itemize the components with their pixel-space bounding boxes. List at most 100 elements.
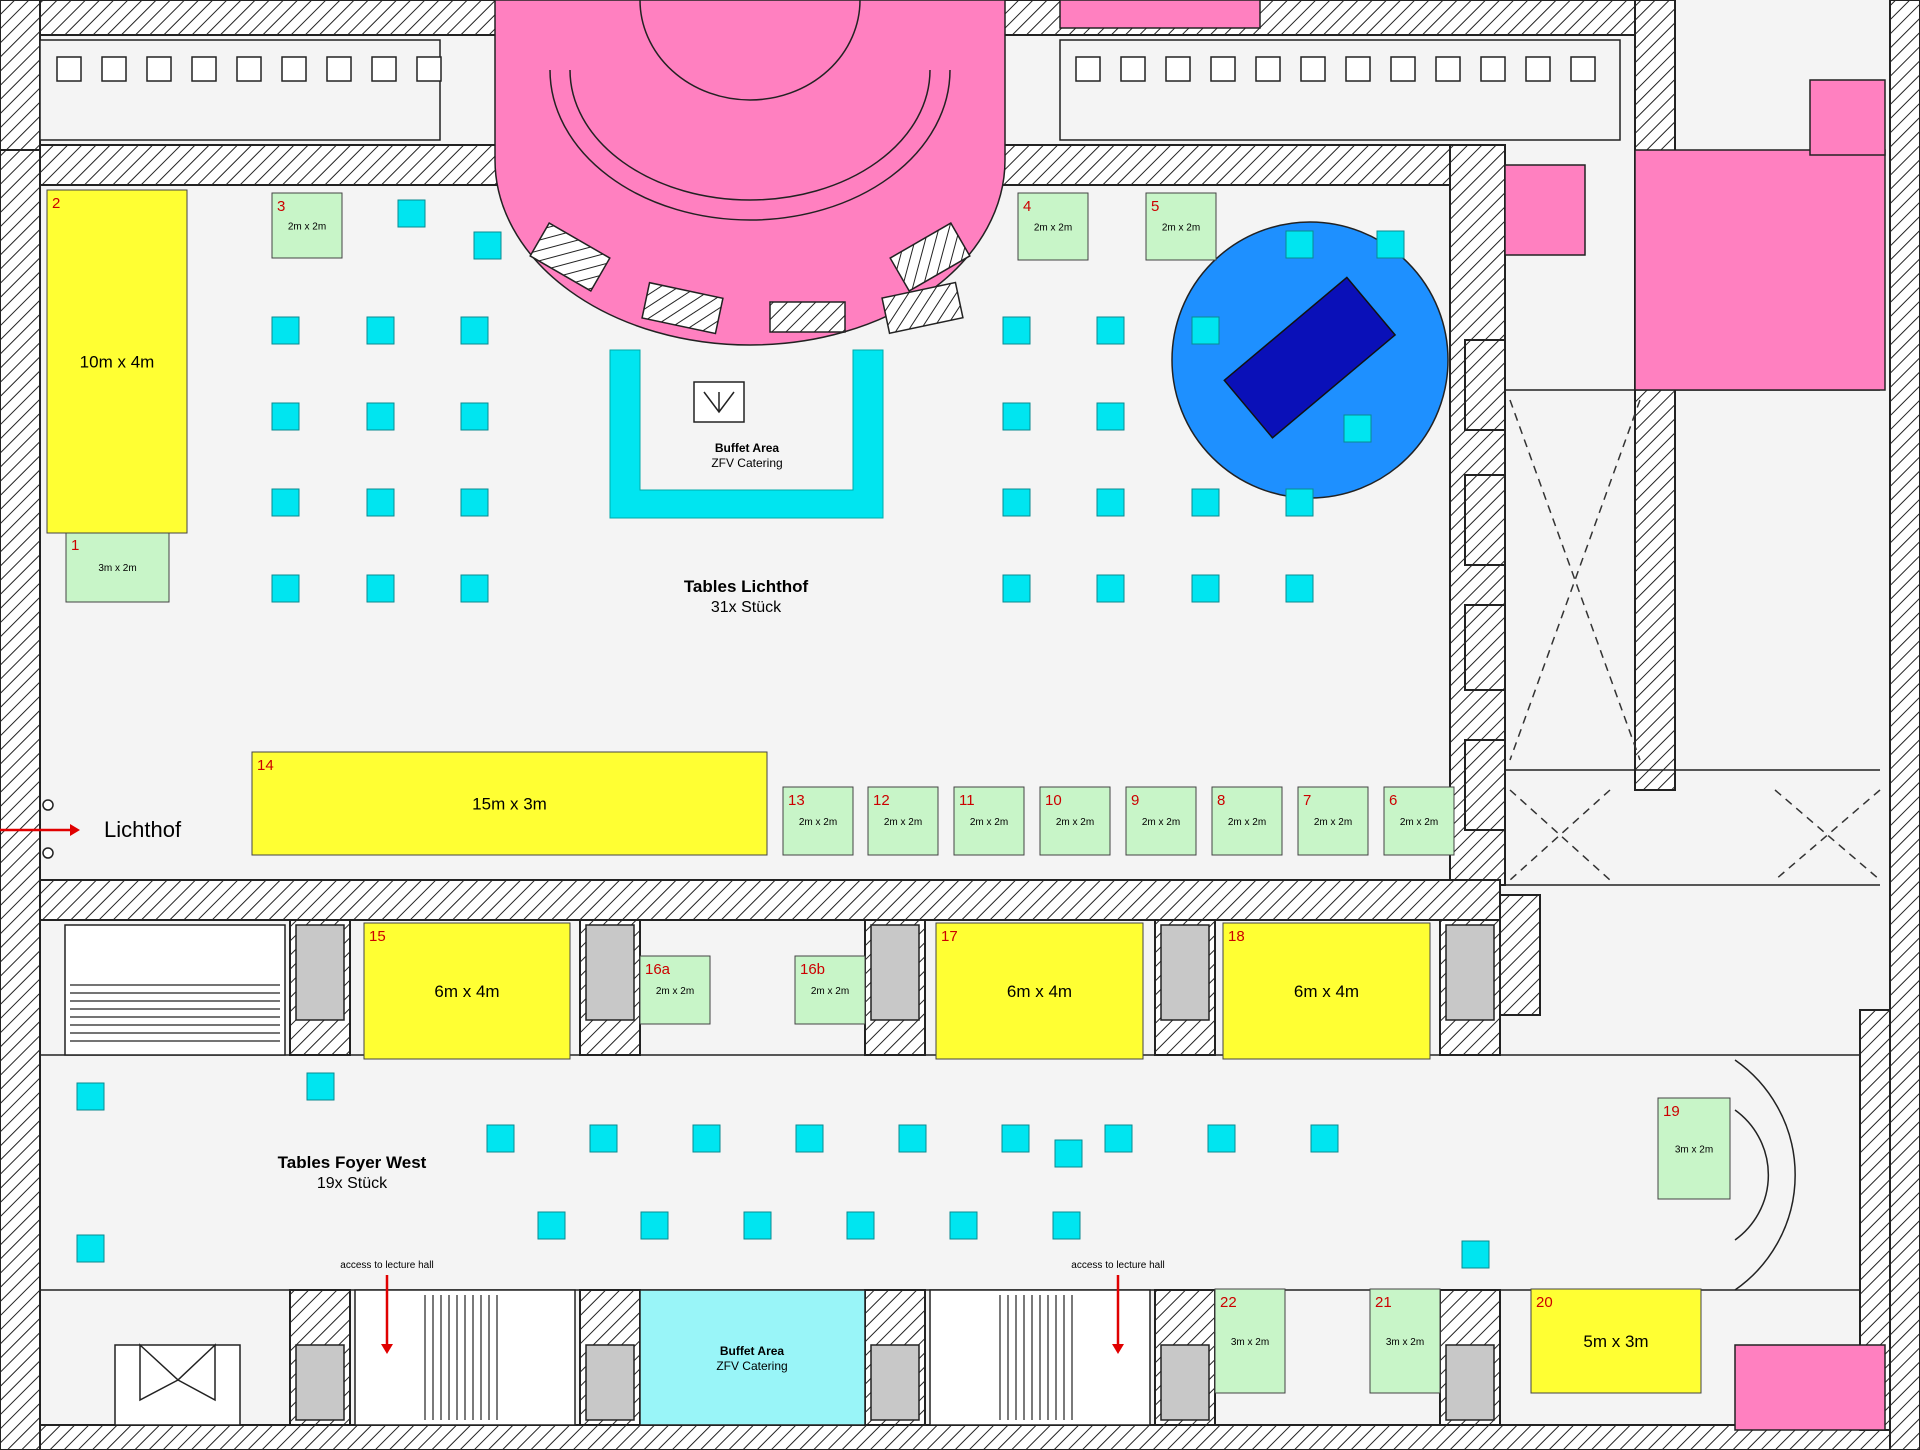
table bbox=[1461, 1240, 1490, 1269]
booth-number: 18 bbox=[1228, 928, 1245, 945]
table bbox=[76, 1234, 105, 1263]
table bbox=[366, 402, 395, 431]
booth-21-area bbox=[1369, 1288, 1441, 1394]
table bbox=[1191, 574, 1220, 603]
table bbox=[271, 574, 300, 603]
table bbox=[1191, 488, 1220, 517]
column-base bbox=[1345, 56, 1371, 82]
table bbox=[1207, 1124, 1236, 1153]
column-base bbox=[101, 56, 127, 82]
booth-3: 32m x 2m bbox=[271, 192, 343, 259]
booth-number: 21 bbox=[1375, 1294, 1392, 1311]
column-base bbox=[1255, 56, 1281, 82]
table bbox=[473, 231, 502, 260]
booth-16a-area bbox=[639, 955, 711, 1025]
table bbox=[1096, 316, 1125, 345]
column-base bbox=[416, 56, 442, 82]
table bbox=[898, 1124, 927, 1153]
column-base bbox=[1480, 56, 1506, 82]
table bbox=[589, 1124, 618, 1153]
table bbox=[1096, 488, 1125, 517]
column-base bbox=[1210, 56, 1236, 82]
table bbox=[76, 1082, 105, 1111]
booth-size: 2m x 2m bbox=[884, 817, 922, 828]
buffet-lichthof-subtitle: ZFV Catering bbox=[711, 456, 782, 470]
booth-18: 18 6m x 4m bbox=[1222, 922, 1431, 1060]
booth-number: 12 bbox=[873, 792, 890, 809]
table bbox=[366, 488, 395, 517]
column-base bbox=[371, 56, 397, 82]
booth-size: 2m x 2m bbox=[1314, 817, 1352, 828]
booth-number: 22 bbox=[1220, 1294, 1237, 1311]
buffet-foyer-subtitle: ZFV Catering bbox=[716, 1359, 787, 1373]
booth-number: 16a bbox=[645, 961, 671, 978]
booth-10-area bbox=[1039, 786, 1111, 856]
lichthof-label: Lichthof bbox=[104, 817, 182, 842]
access-arrow-right: access to lecture hall bbox=[1071, 1260, 1165, 1354]
table bbox=[1285, 230, 1314, 259]
booth-number: 3 bbox=[277, 198, 285, 215]
seating-arc bbox=[549, 0, 951, 221]
booth-size: 6m x 4m bbox=[434, 982, 499, 1001]
booth-number: 6 bbox=[1389, 792, 1397, 809]
table bbox=[1343, 414, 1372, 443]
column-base bbox=[1435, 56, 1461, 82]
booth-11-area bbox=[953, 786, 1025, 856]
booth-number: 15 bbox=[369, 928, 386, 945]
access-right-label: access to lecture hall bbox=[1071, 1260, 1164, 1271]
booth-15-area bbox=[363, 922, 571, 1060]
table bbox=[1002, 574, 1031, 603]
table bbox=[460, 488, 489, 517]
table bbox=[640, 1211, 669, 1240]
booth-size: 6m x 4m bbox=[1294, 982, 1359, 1001]
pink-areas bbox=[494, 0, 1886, 1431]
booth-size: 10m x 4m bbox=[80, 353, 155, 372]
table bbox=[1001, 1124, 1030, 1153]
booth-6: 62m x 2m bbox=[1383, 786, 1455, 856]
booth-number: 17 bbox=[941, 928, 958, 945]
booth-size: 2m x 2m bbox=[1142, 817, 1180, 828]
booth-number: 10 bbox=[1045, 792, 1062, 809]
booth-number: 5 bbox=[1151, 198, 1159, 215]
column-base bbox=[1390, 56, 1416, 82]
booth-13-area bbox=[782, 786, 854, 856]
access-left-label: access to lecture hall bbox=[340, 1260, 433, 1271]
booth-4: 42m x 2m bbox=[1017, 192, 1089, 261]
booth-8-area bbox=[1211, 786, 1283, 856]
table bbox=[1191, 316, 1220, 345]
access-arrow-left: access to lecture hall bbox=[340, 1260, 434, 1354]
buffet-lichthof-title: Buffet Area bbox=[715, 441, 780, 455]
column-base bbox=[326, 56, 352, 82]
booth-number: 4 bbox=[1023, 198, 1031, 215]
booth-size: 5m x 3m bbox=[1583, 1332, 1648, 1351]
table bbox=[846, 1211, 875, 1240]
booth-19-area bbox=[1657, 1097, 1731, 1200]
booth-7-area bbox=[1297, 786, 1369, 856]
table bbox=[537, 1211, 566, 1240]
pillar-cores bbox=[295, 924, 1495, 1421]
booth-number: 8 bbox=[1217, 792, 1225, 809]
table bbox=[1096, 402, 1125, 431]
table bbox=[1052, 1211, 1081, 1240]
buffet-lichthof: Buffet Area ZFV Catering bbox=[609, 349, 884, 519]
table bbox=[366, 316, 395, 345]
arc-wall-segments bbox=[529, 222, 971, 335]
column-base bbox=[146, 56, 172, 82]
tables-layer bbox=[76, 199, 1490, 1269]
booth-3-area bbox=[271, 192, 343, 259]
booth-size: 15m x 3m bbox=[472, 795, 547, 814]
booth-7: 72m x 2m bbox=[1297, 786, 1369, 856]
table bbox=[271, 488, 300, 517]
table bbox=[460, 574, 489, 603]
table bbox=[486, 1124, 515, 1153]
lichthof-tables-title: Tables Lichthof bbox=[684, 577, 809, 596]
